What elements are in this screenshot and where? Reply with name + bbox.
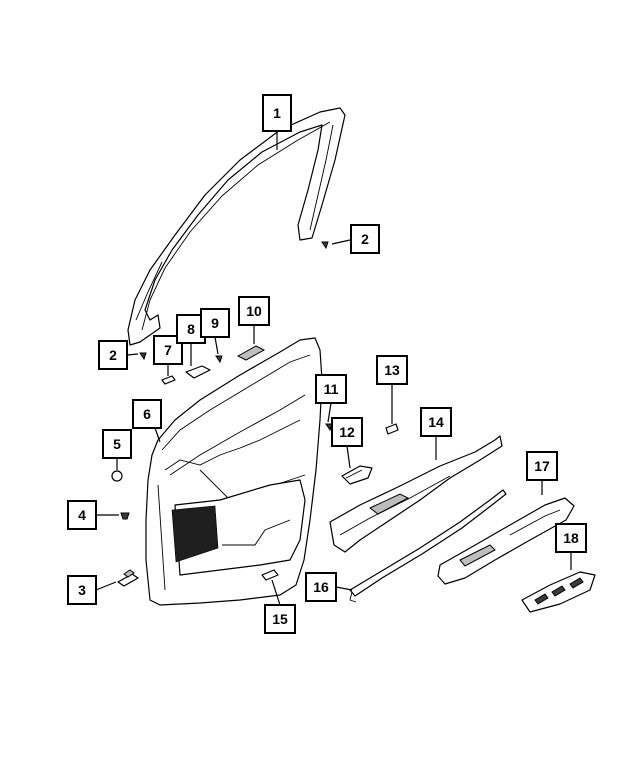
callout-3: 3: [67, 575, 97, 605]
callout-12: 12: [331, 417, 363, 447]
bezel-10: [236, 345, 266, 361]
callout-18: 18: [555, 523, 587, 553]
clip-4: [120, 512, 130, 520]
callout-14: 14: [420, 407, 452, 437]
screw-9: [215, 355, 223, 364]
callout-10-label: 10: [246, 303, 262, 319]
callout-15-label: 15: [272, 611, 288, 627]
callout-14-label: 14: [428, 414, 444, 430]
pad-8: [185, 365, 211, 379]
callout-13-label: 13: [384, 362, 400, 378]
door-frame-seal: [127, 107, 346, 346]
callout-5: 5: [102, 429, 132, 459]
callout-2b: 2: [98, 340, 128, 370]
door-handle-12: [341, 465, 373, 485]
leader-lines: [95, 132, 572, 606]
callout-10: 10: [238, 296, 270, 326]
callout-4: 4: [67, 500, 97, 530]
fastener-2-right: [321, 241, 329, 250]
callout-18-label: 18: [563, 530, 579, 546]
callout-17-label: 17: [534, 458, 550, 474]
callout-11: 11: [315, 374, 347, 404]
callout-11-label: 11: [324, 381, 339, 397]
trim-strip-16: [349, 489, 507, 603]
clip-15: [261, 569, 279, 581]
clip-7: [161, 375, 176, 385]
clip-5: [111, 470, 123, 482]
switch-bezel-18: [521, 571, 596, 613]
callout-16-label: 16: [313, 579, 329, 595]
callout-9-label: 9: [211, 315, 219, 331]
fastener-2-left: [139, 352, 147, 361]
callout-6-label: 6: [143, 406, 151, 422]
callout-6: 6: [132, 399, 162, 429]
callout-1-label: 1: [273, 105, 281, 121]
callout-5-label: 5: [113, 436, 121, 452]
clip-13: [385, 423, 399, 435]
callout-15: 15: [264, 604, 296, 634]
callout-2a-label: 2: [361, 231, 369, 247]
callout-9: 9: [200, 308, 230, 338]
callout-13: 13: [376, 355, 408, 385]
door-trim-panel: [145, 337, 323, 606]
callout-2b-label: 2: [109, 347, 117, 363]
armrest-trim-14: [329, 435, 503, 553]
callout-17: 17: [526, 451, 558, 481]
callout-12-label: 12: [339, 424, 355, 440]
callout-7-label: 7: [164, 342, 172, 358]
callout-8-label: 8: [187, 321, 195, 337]
callout-16: 16: [305, 572, 337, 602]
callout-4-label: 4: [78, 507, 86, 523]
callout-2a: 2: [350, 224, 380, 254]
callout-3-label: 3: [78, 582, 86, 598]
armrest-17: [437, 497, 575, 585]
callout-1: 1: [262, 94, 292, 132]
bracket-3: [117, 569, 139, 587]
